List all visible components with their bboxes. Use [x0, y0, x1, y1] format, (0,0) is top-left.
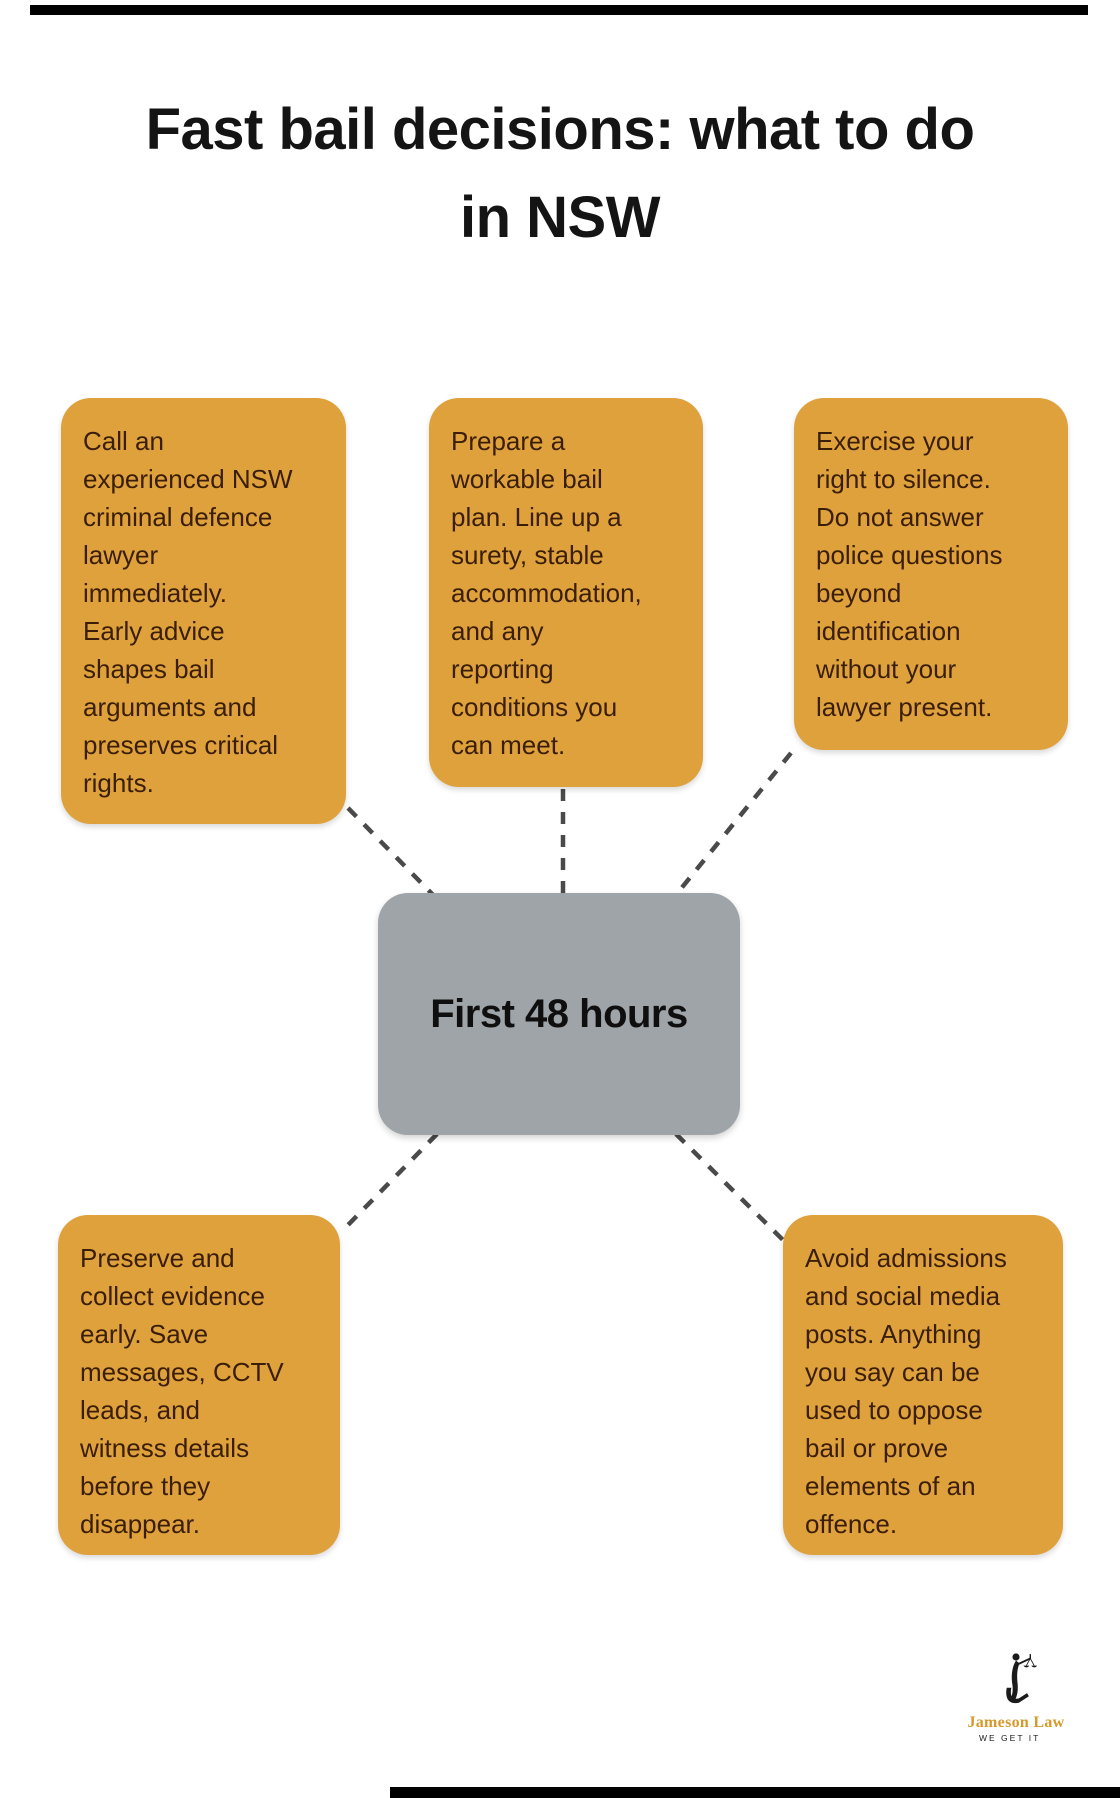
bottom-edge-bar: [390, 1787, 1120, 1798]
logo-wordmark: Jameson Law: [967, 1714, 1065, 1731]
advice-box-bail-plan: Prepare a workable bail plan. Line up a …: [429, 398, 703, 787]
connector-avoid-admissions: [674, 1132, 786, 1243]
connector-call-lawyer: [346, 806, 439, 901]
advice-box-preserve-evidence: Preserve and collect evidence early. Sav…: [58, 1215, 340, 1555]
advice-text-preserve-evidence: Preserve and collect evidence early. Sav…: [80, 1243, 284, 1539]
jameson-law-logo: Jameson Law WE GET IT: [956, 1652, 1076, 1743]
advice-text-right-to-silence: Exercise your right to silence. Do not a…: [816, 426, 1003, 722]
logo-tagline: WE GET IT: [979, 1733, 1041, 1743]
page-title: Fast bail decisions: what to do in NSW: [145, 97, 975, 250]
center-node-label: First 48 hours: [430, 991, 688, 1036]
advice-box-right-to-silence: Exercise your right to silence. Do not a…: [794, 398, 1068, 750]
advice-text-call-lawyer: Call an experienced NSW criminal defence…: [83, 426, 293, 798]
top-edge-bar: [30, 5, 1088, 15]
advice-box-call-lawyer: Call an experienced NSW criminal defence…: [61, 398, 346, 824]
advice-box-avoid-admissions: Avoid admissions and social media posts.…: [783, 1215, 1063, 1555]
advice-text-avoid-admissions: Avoid admissions and social media posts.…: [805, 1243, 1007, 1539]
connector-preserve-evidence: [346, 1132, 439, 1227]
center-node-first-48-hours: First 48 hours: [378, 893, 740, 1135]
advice-text-bail-plan: Prepare a workable bail plan. Line up a …: [451, 426, 642, 760]
lady-justice-logo-icon: [1006, 1653, 1038, 1704]
